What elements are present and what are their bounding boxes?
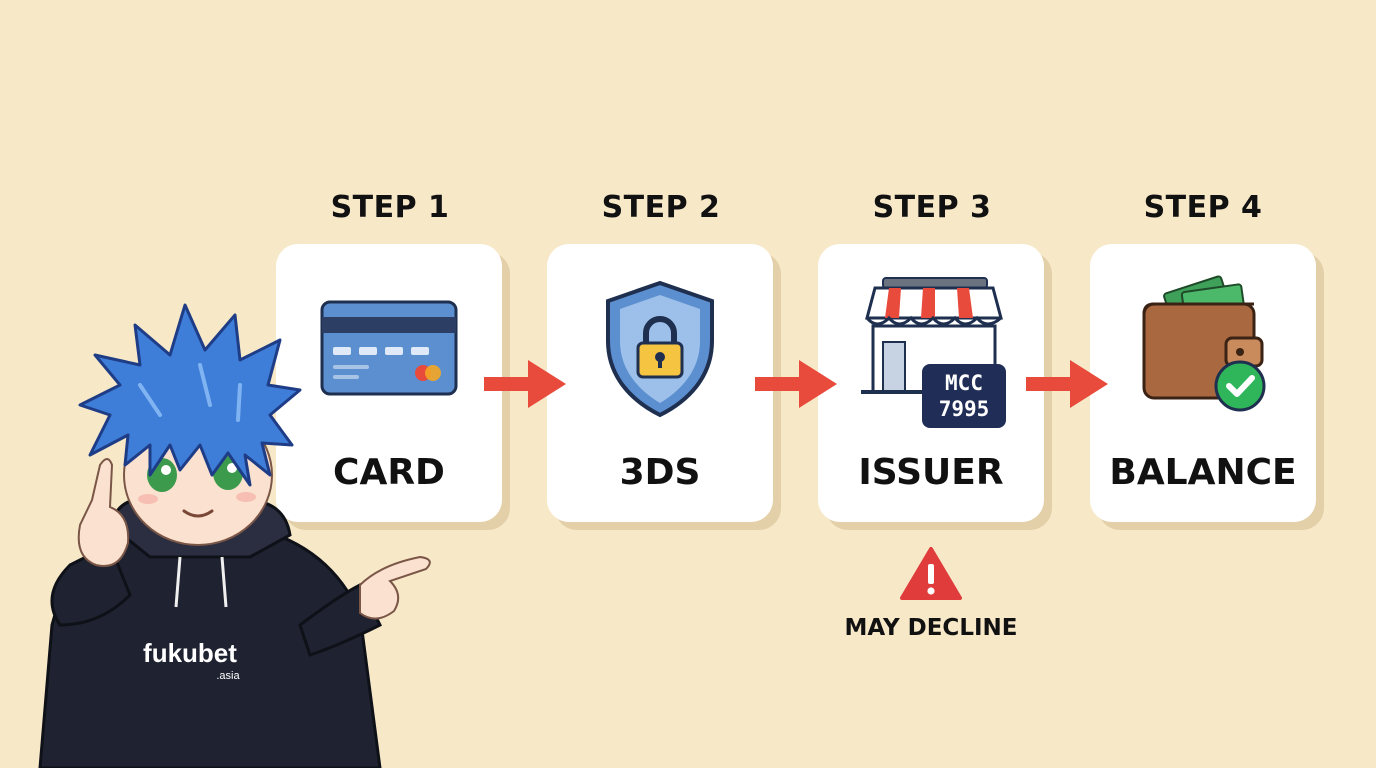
arrow-right-icon — [1026, 360, 1108, 408]
mcc-badge: MCC 7995 — [922, 364, 1006, 428]
step-3-label: STEP 3 — [872, 190, 992, 225]
step-card-balance: BALANCE — [1090, 244, 1316, 522]
step-2-label: STEP 2 — [601, 190, 721, 225]
shield-lock-icon — [547, 274, 773, 424]
step-4-label: STEP 4 — [1143, 190, 1263, 225]
step-title-issuer: ISSUER — [858, 452, 1004, 493]
step-card-issuer: MCC 7995 ISSUER — [818, 244, 1044, 522]
wallet-check-icon — [1090, 274, 1316, 424]
warning-triangle-icon — [900, 547, 962, 600]
step-title-3ds: 3DS — [619, 452, 701, 493]
step-card-card: CARD — [276, 244, 502, 522]
mcc-badge-line2: 7995 — [938, 397, 990, 421]
decline-warning: MAY DECLINE — [838, 546, 1024, 641]
mcc-badge-line1: MCC — [945, 371, 983, 395]
step-title-balance: BALANCE — [1109, 452, 1297, 493]
mascot-illustration: fukubet .asia — [38, 303, 431, 768]
hoodie-sub-text: .asia — [216, 670, 240, 682]
step-1-label: STEP 1 — [330, 190, 450, 225]
arrow-right-icon — [484, 360, 566, 408]
hoodie-brand-text: fukubet — [143, 638, 237, 668]
step-title-card: CARD — [333, 452, 445, 493]
arrow-right-icon — [755, 360, 837, 408]
step-card-3ds: 3DS — [547, 244, 773, 522]
credit-card-icon — [276, 274, 502, 424]
store-icon: MCC 7995 — [818, 274, 1044, 428]
warning-text: MAY DECLINE — [844, 615, 1018, 641]
